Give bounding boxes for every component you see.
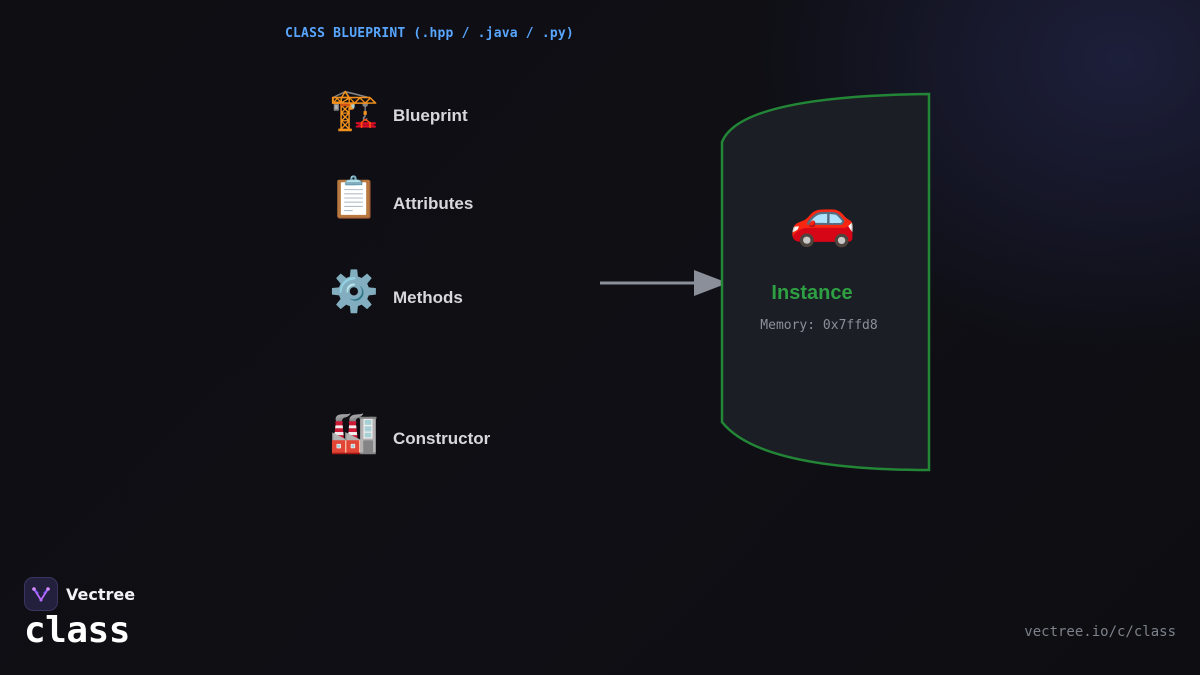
concept-label-methods: Methods	[393, 288, 463, 307]
site-url: vectree.io/c/class	[1024, 624, 1176, 640]
instantiation-arrow	[600, 270, 728, 296]
concept-label-constructor: Constructor	[393, 429, 491, 448]
topic-title: class	[24, 610, 130, 651]
vectree-logo-mark	[32, 587, 50, 602]
instance-object-shape	[720, 92, 931, 472]
construction-crane-icon: 🏗️	[329, 87, 379, 133]
instance-outline	[720, 92, 931, 472]
vectree-logo-icon	[24, 577, 58, 611]
concept-attributes: 📋 Attributes	[328, 172, 473, 224]
gear-icon: ⚙️	[329, 269, 379, 315]
factory-icon: 🏭	[329, 410, 379, 456]
concept-constructor: 🏭 Constructor	[328, 407, 490, 459]
arrow-head	[694, 270, 728, 296]
section-header: CLASS BLUEPRINT (.hpp / .java / .py)	[285, 26, 574, 41]
concept-label-attributes: Attributes	[393, 194, 474, 213]
instance-title: Instance	[771, 282, 853, 304]
brand-name: Vectree	[66, 584, 136, 604]
concept-methods: ⚙️ Methods	[328, 266, 463, 318]
concept-blueprint: 🏗️ Blueprint	[328, 84, 468, 136]
car-icon: 🚗	[789, 186, 857, 249]
brand-lockup: Vectree	[24, 577, 135, 611]
instance-memory-address: Memory: 0x7ffd8	[760, 318, 878, 333]
concept-label-blueprint: Blueprint	[393, 106, 468, 125]
clipboard-icon: 📋	[329, 175, 379, 221]
